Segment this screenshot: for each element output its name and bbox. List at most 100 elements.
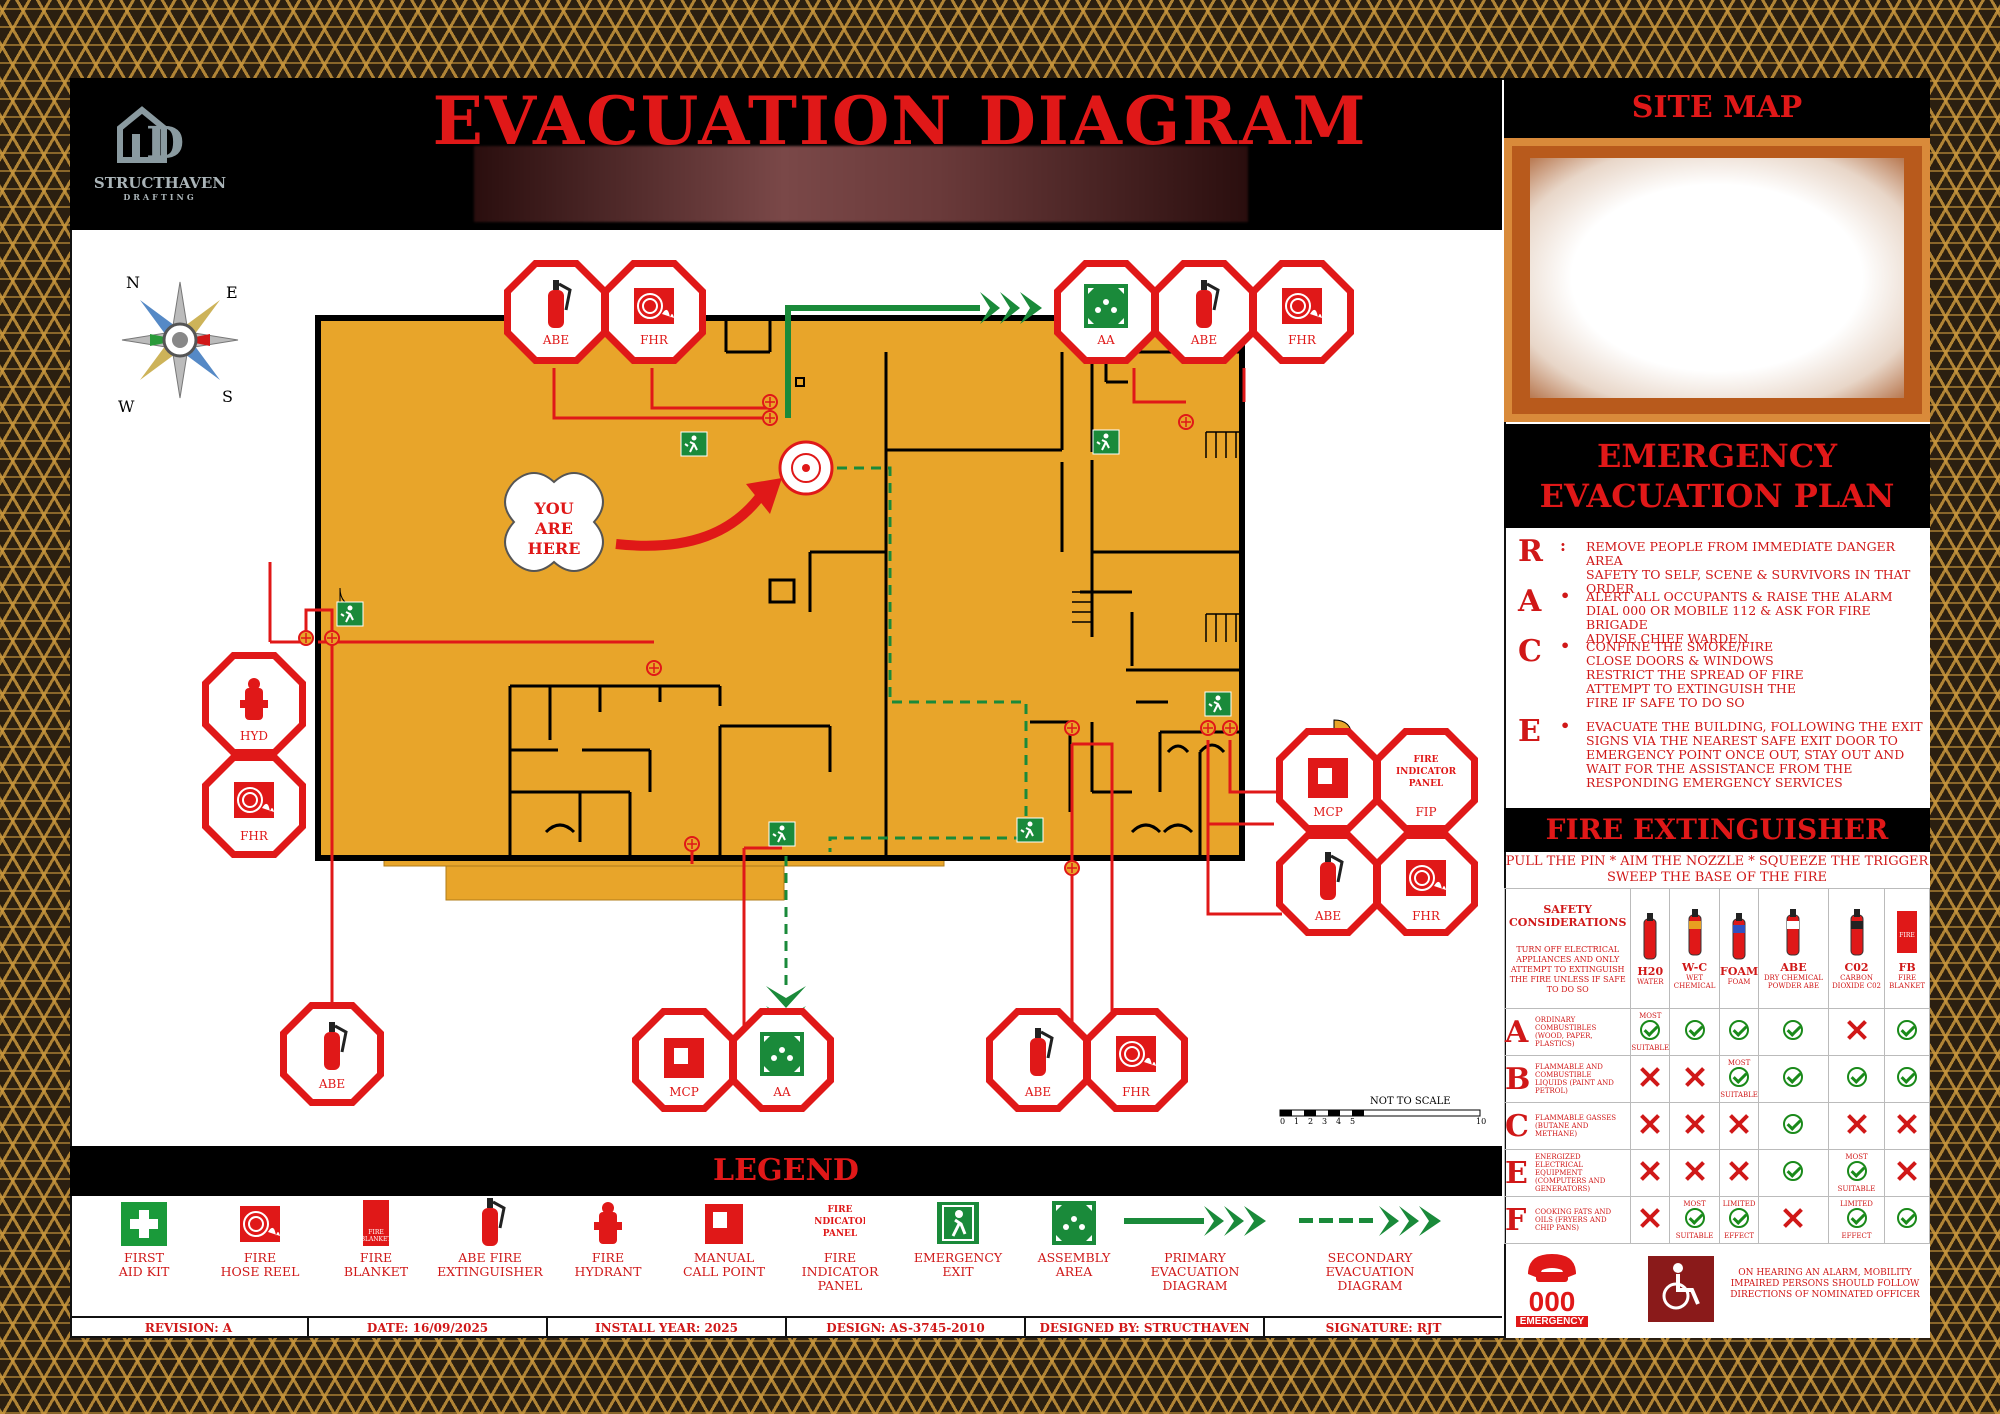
sign-fhr-left: FHR xyxy=(202,754,306,858)
svg-text:AA: AA xyxy=(772,1085,791,1099)
svg-text:ABE: ABE xyxy=(1190,333,1217,347)
race-letter-r: R xyxy=(1518,534,1543,569)
logo-line1: STRUCTHAVEN xyxy=(93,174,227,192)
compass-rose-icon: N E S W xyxy=(118,273,239,416)
sign-abe-bottom-left: ABE xyxy=(280,1002,384,1106)
emergency-exit-icon xyxy=(680,431,708,457)
logo-line2: DRAFTING xyxy=(123,192,197,202)
emergency-exit-icon xyxy=(1016,817,1044,843)
hydrant-icon xyxy=(240,678,268,720)
svg-text:ABE: ABE xyxy=(318,1077,345,1091)
blurred-address-bar xyxy=(474,146,1248,222)
sign-mcp-right: MCP xyxy=(1276,728,1380,832)
title-block: REVISION: A DATE: 16/09/2025 INSTALL YEA… xyxy=(70,1316,1502,1338)
suitable-check-icon xyxy=(1758,1008,1829,1056)
emergency-footer-panel: 000 EMERGENCY ON HEARING AN ALARM, MOBIL… xyxy=(1504,1246,1930,1338)
unsuitable-cross-icon xyxy=(1884,1149,1930,1197)
race-r-text: REMOVE PEOPLE FROM IMMEDIATE DANGER AREA… xyxy=(1586,539,1911,596)
sign-aa-top: AA xyxy=(1054,260,1158,364)
site-map-title: SITE MAP xyxy=(1504,78,1930,138)
race-letter-c: C xyxy=(1518,634,1542,669)
svg-text:10: 10 xyxy=(1476,1117,1486,1126)
manual-call-point-icon xyxy=(705,1204,743,1244)
unsuitable-cross-icon xyxy=(1884,1102,1930,1150)
sign-hyd: HYD xyxy=(202,652,306,756)
svg-text:FHR: FHR xyxy=(1122,1085,1151,1099)
svg-text:ABE: ABE xyxy=(1314,909,1341,923)
signature: SIGNATURE: RJT xyxy=(1325,1321,1442,1335)
compass-s: S xyxy=(222,387,233,406)
svg-text:MCP: MCP xyxy=(669,1085,699,1099)
unsuitable-cross-icon xyxy=(1669,1102,1721,1150)
house-logo-icon: D xyxy=(117,106,184,169)
unsuitable-cross-icon xyxy=(1630,1102,1671,1150)
svg-text:FIRE: FIRE xyxy=(368,1229,383,1236)
assembly-area-icon xyxy=(1052,1201,1096,1245)
revision: REVISION: A xyxy=(70,1318,309,1338)
emergency-exit-icon xyxy=(1204,691,1232,717)
svg-text:3: 3 xyxy=(1322,1117,1327,1126)
race-list: R : REMOVE PEOPLE FROM IMMEDIATE DANGER … xyxy=(1508,534,1928,804)
svg-text:FHR: FHR xyxy=(1412,909,1441,923)
unsuitable-cross-icon xyxy=(1827,1008,1886,1056)
primary-arrow-icon xyxy=(1124,1206,1266,1236)
compass-w: W xyxy=(118,397,135,416)
emergency-exit-icon xyxy=(1092,429,1120,455)
suitable-check-icon xyxy=(1884,1196,1930,1244)
suitable-check-icon xyxy=(1884,1055,1930,1103)
svg-text:PANEL: PANEL xyxy=(823,1229,858,1239)
emergency-exit-icon xyxy=(336,601,364,627)
install-year: INSTALL YEAR: 2025 xyxy=(548,1318,787,1338)
svg-text:HYD: HYD xyxy=(240,729,268,743)
you-are-here-marker xyxy=(778,440,834,496)
suitable-check-icon xyxy=(1758,1102,1829,1150)
svg-text:ABE: ABE xyxy=(542,333,569,347)
svg-text:PANEL: PANEL xyxy=(1409,779,1444,789)
svg-text:0: 0 xyxy=(1280,1117,1285,1126)
impaired-note: ON HEARING AN ALARM, MOBILITY IMPAIRED P… xyxy=(1730,1268,1920,1300)
suitable-check-icon xyxy=(1758,1149,1829,1197)
fire-extinguisher-title: FIRE EXTINGUISHER xyxy=(1504,808,1930,852)
scale-bar: NOT TO SCALE 0 1 2 3 4 5 10 xyxy=(1279,1096,1486,1126)
you-are-here-3: HERE xyxy=(528,539,581,558)
unsuitable-cross-icon xyxy=(1630,1149,1671,1197)
svg-text:FIRE: FIRE xyxy=(1899,932,1914,939)
you-are-here-2: ARE xyxy=(534,519,573,538)
telephone-icon xyxy=(1528,1254,1576,1282)
compass-n: N xyxy=(126,273,140,292)
sign-fhr-bottom-mid: FHR xyxy=(1084,1008,1188,1112)
sign-fhr-top-right: FHR xyxy=(1250,260,1354,364)
secondary-arrow-icon xyxy=(1299,1206,1441,1236)
fire-extinguisher-instructions: PULL THE PIN * AIM THE NOZZLE * SQUEEZE … xyxy=(1505,854,1929,885)
svg-text:AA: AA xyxy=(1096,333,1115,347)
suitable-check-icon xyxy=(1669,1008,1721,1056)
svg-text:1: 1 xyxy=(1294,1117,1299,1126)
sign-fhr-right: FHR xyxy=(1374,832,1478,936)
unsuitable-cross-icon xyxy=(1827,1102,1886,1150)
first-aid-icon xyxy=(121,1202,167,1246)
